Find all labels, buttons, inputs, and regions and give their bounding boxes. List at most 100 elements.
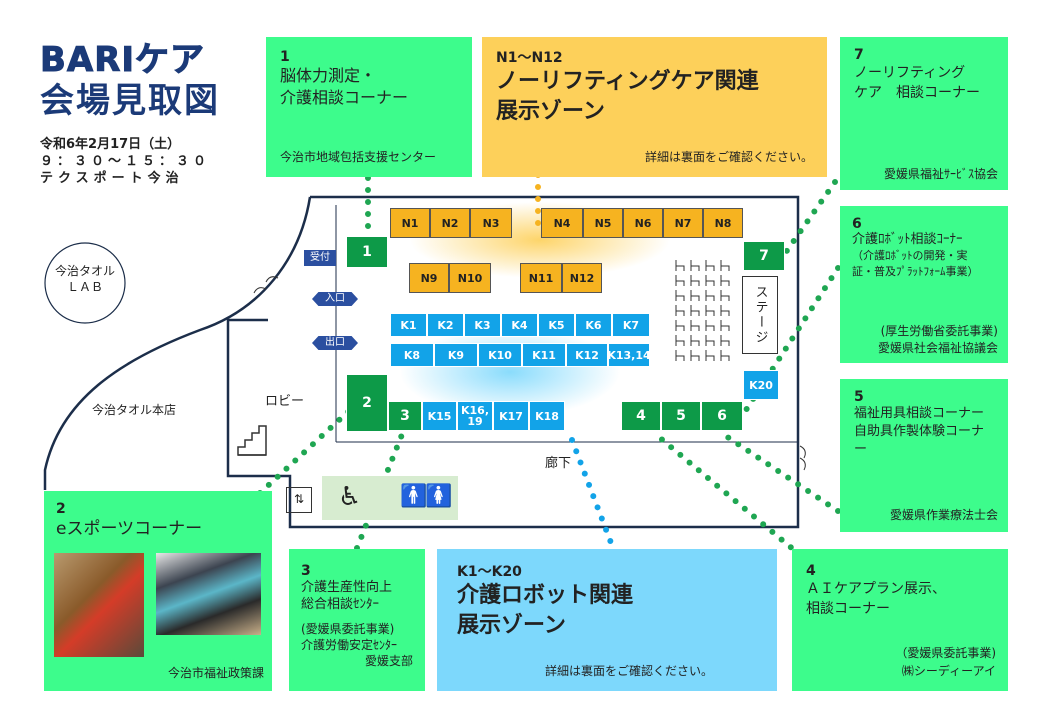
booth-n12[interactable]: N12 bbox=[562, 263, 602, 293]
corridor-label: 廊下 bbox=[545, 456, 572, 471]
restroom-icon: 🚹🚺 bbox=[400, 484, 453, 509]
booth-k13-14[interactable]: K13,14 bbox=[607, 343, 651, 367]
chair-icon bbox=[705, 350, 715, 361]
stairs-icon bbox=[237, 425, 267, 456]
panel-3[interactable]: 3 介護生産性向上 総合相談ｾﾝﾀｰ (愛媛県委託事業) 介護労働安定ｾﾝﾀｰ … bbox=[289, 549, 425, 691]
event-venue: テクスポート今治 bbox=[40, 171, 184, 186]
event-time: ９：３０～１５：３０ bbox=[40, 154, 211, 169]
chair-icon bbox=[675, 260, 730, 361]
lobby-label: ロビー bbox=[265, 394, 305, 409]
booth-k10[interactable]: K10 bbox=[478, 343, 522, 367]
booth-k5[interactable]: K5 bbox=[538, 313, 575, 337]
door-arc-3 bbox=[799, 445, 806, 459]
booth-n6[interactable]: N6 bbox=[623, 208, 663, 238]
panel-5[interactable]: 5 福祉用具相談コーナー 自助具作製体験コーナー 愛媛県作業療法士会 bbox=[840, 379, 1008, 532]
esports-photo-1 bbox=[54, 553, 144, 657]
booth-k1[interactable]: K1 bbox=[390, 313, 427, 337]
door-arc-4 bbox=[799, 457, 806, 471]
chair-icon bbox=[675, 320, 685, 331]
chair-icon bbox=[690, 305, 700, 316]
towel-lab-circle bbox=[44, 242, 126, 324]
event-date: 令和6年2月17日（土） bbox=[40, 137, 181, 152]
chair-icon bbox=[690, 260, 700, 271]
booth-k6[interactable]: K6 bbox=[575, 313, 612, 337]
booth-1[interactable]: 1 bbox=[346, 236, 388, 268]
chair-icon bbox=[675, 290, 685, 301]
booth-k7[interactable]: K7 bbox=[612, 313, 650, 337]
booth-k20[interactable]: K20 bbox=[743, 370, 779, 400]
booth-n4[interactable]: N4 bbox=[541, 208, 583, 238]
reception-sign: 受付 bbox=[304, 250, 336, 266]
chair-icon bbox=[675, 260, 685, 271]
panel-6[interactable]: 6 介護ﾛﾎﾞｯﾄ相談ｺｰﾅｰ （介護ﾛﾎﾞｯﾄの開発・実 証・普及ﾌﾟﾗｯﾄﾌ… bbox=[840, 206, 1008, 363]
chair-icon bbox=[720, 350, 730, 361]
panel-2[interactable]: 2 eスポーツコーナー 今治市福祉政策課 bbox=[44, 491, 272, 691]
chair-icon bbox=[690, 335, 700, 346]
title-block: BARIケア 会場見取図 令和6年2月17日（土） ９：３０～１５：３０ テクス… bbox=[40, 40, 250, 187]
panel-k-zone[interactable]: K1〜K20 介護ロボット関連 展示ゾーン 詳細は裏面をご確認ください。 bbox=[437, 549, 777, 691]
booth-k8[interactable]: K8 bbox=[390, 343, 434, 367]
chair-icon bbox=[720, 260, 730, 271]
chair-icon bbox=[675, 350, 685, 361]
booth-6[interactable]: 6 bbox=[701, 401, 743, 431]
booth-k18[interactable]: K18 bbox=[529, 401, 565, 431]
building-curve bbox=[43, 196, 312, 490]
chair-icon bbox=[705, 260, 715, 271]
chair-icon bbox=[705, 320, 715, 331]
chair-icon bbox=[720, 335, 730, 346]
chair-icon bbox=[720, 305, 730, 316]
booth-k9[interactable]: K9 bbox=[434, 343, 478, 367]
towel-store-label: 今治タオル本店 bbox=[92, 403, 177, 417]
booth-2[interactable]: 2 bbox=[346, 374, 388, 432]
chair-icon bbox=[690, 350, 700, 361]
chair-icon bbox=[720, 290, 730, 301]
chair-icon bbox=[705, 335, 715, 346]
booth-k11[interactable]: K11 bbox=[522, 343, 566, 367]
map-title: 会場見取図 bbox=[40, 81, 220, 121]
chair-icon bbox=[675, 305, 685, 316]
chair-icon bbox=[720, 275, 730, 286]
booth-n1[interactable]: N1 bbox=[390, 208, 430, 238]
chair-icon bbox=[690, 290, 700, 301]
booth-k16-19[interactable]: K16,19 bbox=[457, 401, 493, 431]
booth-k3[interactable]: K3 bbox=[464, 313, 501, 337]
booth-k2[interactable]: K2 bbox=[427, 313, 464, 337]
exit-sign: 出口 bbox=[312, 336, 358, 350]
booth-n11[interactable]: N11 bbox=[520, 263, 562, 293]
chair-icon bbox=[690, 320, 700, 331]
panel-7[interactable]: 7 ノーリフティング ケア 相談コーナー 愛媛県福祉ｻｰﾋﾞｽ協会 bbox=[840, 37, 1008, 190]
booth-5[interactable]: 5 bbox=[661, 401, 701, 431]
event-title: BARIケア bbox=[40, 40, 206, 81]
chair-icon bbox=[705, 275, 715, 286]
door-arc-2 bbox=[265, 276, 279, 283]
booth-n10[interactable]: N10 bbox=[449, 263, 491, 293]
facility-strip bbox=[322, 476, 458, 520]
panel-4[interactable]: 4 ＡＩケアプラン展示、 相談コーナー （愛媛県委託事業) ㈱シーディーアイ bbox=[792, 549, 1008, 691]
booth-k12[interactable]: K12 bbox=[566, 343, 608, 367]
chair-icon bbox=[675, 275, 685, 286]
booth-n9[interactable]: N9 bbox=[409, 263, 449, 293]
booth-7[interactable]: 7 bbox=[743, 241, 785, 271]
booth-n7[interactable]: N7 bbox=[663, 208, 703, 238]
panel-1[interactable]: 1 脳体力測定・ 介護相談コーナー 今治市地域包括支援センター bbox=[266, 37, 472, 177]
towel-lab-label: 今治タオル ＬＡＢ bbox=[54, 264, 115, 294]
booth-k4[interactable]: K4 bbox=[501, 313, 538, 337]
stage: ステージ bbox=[742, 276, 778, 354]
elevator-icon: ⇅ bbox=[286, 487, 312, 513]
chair-icon bbox=[705, 305, 715, 316]
booth-n5[interactable]: N5 bbox=[583, 208, 623, 238]
booth-3[interactable]: 3 bbox=[388, 401, 422, 431]
booth-n8[interactable]: N8 bbox=[703, 208, 743, 238]
booth-k15[interactable]: K15 bbox=[422, 401, 457, 431]
booth-k17[interactable]: K17 bbox=[493, 401, 529, 431]
panel-n-zone[interactable]: N1〜N12 ノーリフティングケア関連 展示ゾーン 詳細は裏面をご確認ください。 bbox=[482, 37, 827, 177]
esports-photo-2 bbox=[156, 553, 261, 635]
booth-4[interactable]: 4 bbox=[621, 401, 661, 431]
chair-icon bbox=[705, 290, 715, 301]
building-wall bbox=[226, 195, 800, 529]
booth-n2[interactable]: N2 bbox=[430, 208, 470, 238]
door-arc-1 bbox=[253, 287, 267, 294]
booth-n3[interactable]: N3 bbox=[470, 208, 512, 238]
wheelchair-icon: ♿ bbox=[338, 482, 362, 512]
chair-icon bbox=[690, 275, 700, 286]
